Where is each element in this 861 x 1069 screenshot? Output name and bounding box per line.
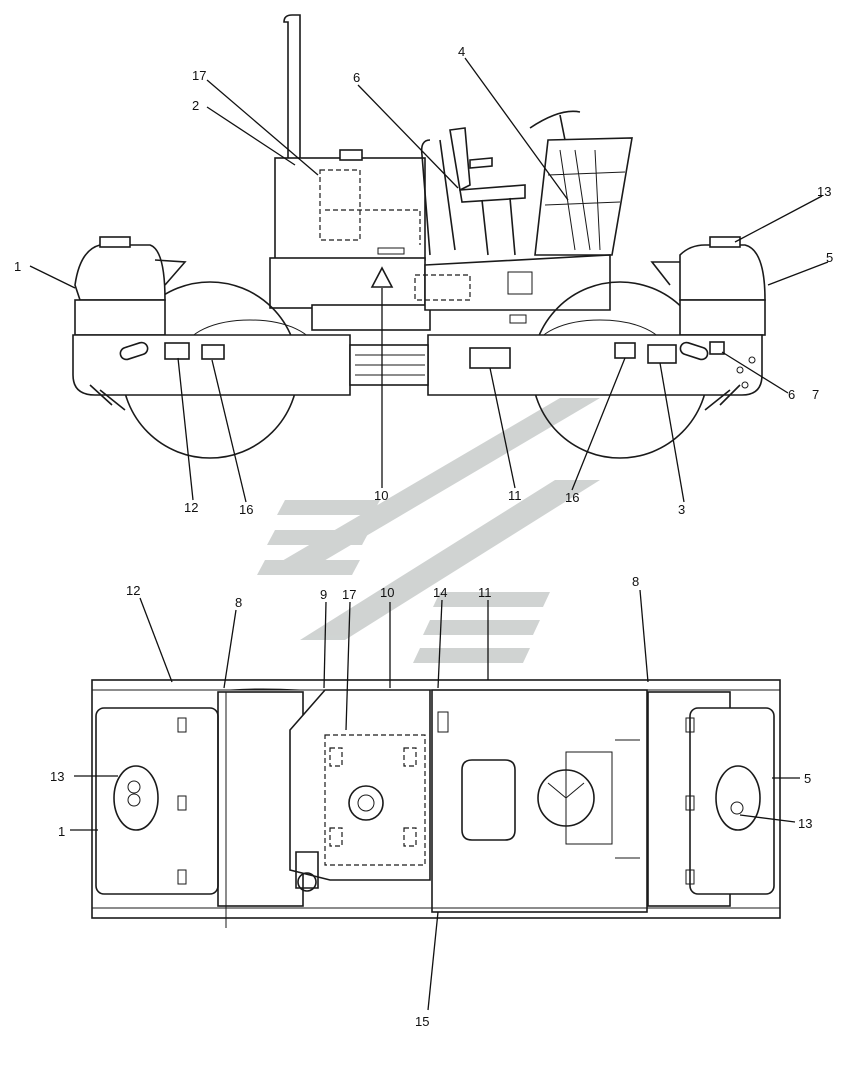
operator-seat-back xyxy=(449,127,471,192)
callout-side-4: 4 xyxy=(458,44,465,59)
operator-platform xyxy=(424,254,611,311)
rear-tank-top xyxy=(689,707,775,895)
callout-top-10: 10 xyxy=(380,585,394,600)
chassis-outline-top xyxy=(91,679,781,919)
callout-top-15: 15 xyxy=(415,1014,429,1029)
callout-side-6: 6 xyxy=(353,70,360,85)
fuel-cap xyxy=(339,149,363,161)
callout-top-11: 11 xyxy=(478,585,492,600)
callout-top-13-rear: 13 xyxy=(798,816,812,831)
decal-6-rear xyxy=(709,341,725,355)
decal-3 xyxy=(647,344,677,364)
callout-side-7: 7 xyxy=(812,387,819,402)
callout-side-11: 11 xyxy=(508,488,522,503)
front-water-tank xyxy=(74,244,166,301)
callout-side-13: 13 xyxy=(817,184,831,199)
watermark-logo xyxy=(257,398,600,663)
callout-top-8-rear: 8 xyxy=(632,574,639,589)
seat-top xyxy=(461,759,516,841)
decal-16-front xyxy=(201,344,225,360)
callout-side-12: 12 xyxy=(184,500,198,515)
top-view-labels: 12 8 9 17 10 14 11 8 13 1 5 13 15 xyxy=(50,574,812,1029)
callout-side-16-front: 16 xyxy=(239,502,253,517)
front-frame xyxy=(72,334,351,396)
engine-side-panel xyxy=(269,257,426,309)
callout-side-16-rear: 16 xyxy=(565,490,579,505)
callout-top-1: 1 xyxy=(58,824,65,839)
callout-side-3: 3 xyxy=(678,502,685,517)
callout-top-13-front: 13 xyxy=(50,769,64,784)
callout-side-2: 2 xyxy=(192,98,199,113)
callout-top-8-front: 8 xyxy=(235,595,242,610)
operator-deck-top xyxy=(431,689,648,913)
rear-frame xyxy=(427,334,763,396)
callout-top-12: 12 xyxy=(126,583,140,598)
top-view xyxy=(91,679,781,928)
callout-top-14: 14 xyxy=(433,585,447,600)
exhaust-stack xyxy=(283,14,301,161)
callout-top-17: 17 xyxy=(342,587,356,602)
callout-side-17: 17 xyxy=(192,68,206,83)
rollbar xyxy=(420,139,456,256)
steering-wheel xyxy=(529,110,581,141)
callout-side-5: 5 xyxy=(826,250,833,265)
side-view-labels: 1 2 17 6 4 13 5 6 7 12 16 10 11 16 3 xyxy=(14,44,833,517)
operator-seat xyxy=(459,184,526,203)
top-view-leaders xyxy=(70,589,800,1011)
rear-water-tank xyxy=(679,244,766,301)
steering-frame xyxy=(534,137,633,256)
callout-side-10: 10 xyxy=(374,488,388,503)
side-view xyxy=(72,14,766,459)
callout-top-5: 5 xyxy=(804,771,811,786)
fuel-filler-top xyxy=(348,785,384,821)
front-tank-filler xyxy=(113,765,159,831)
engine-hood xyxy=(274,157,426,261)
callout-top-9: 9 xyxy=(320,587,327,602)
decal-12 xyxy=(164,342,190,360)
callout-side-1: 1 xyxy=(14,259,21,274)
callout-side-6-rear: 6 xyxy=(788,387,795,402)
side-view-leaders xyxy=(29,57,829,503)
rear-tank-filler xyxy=(715,765,761,831)
